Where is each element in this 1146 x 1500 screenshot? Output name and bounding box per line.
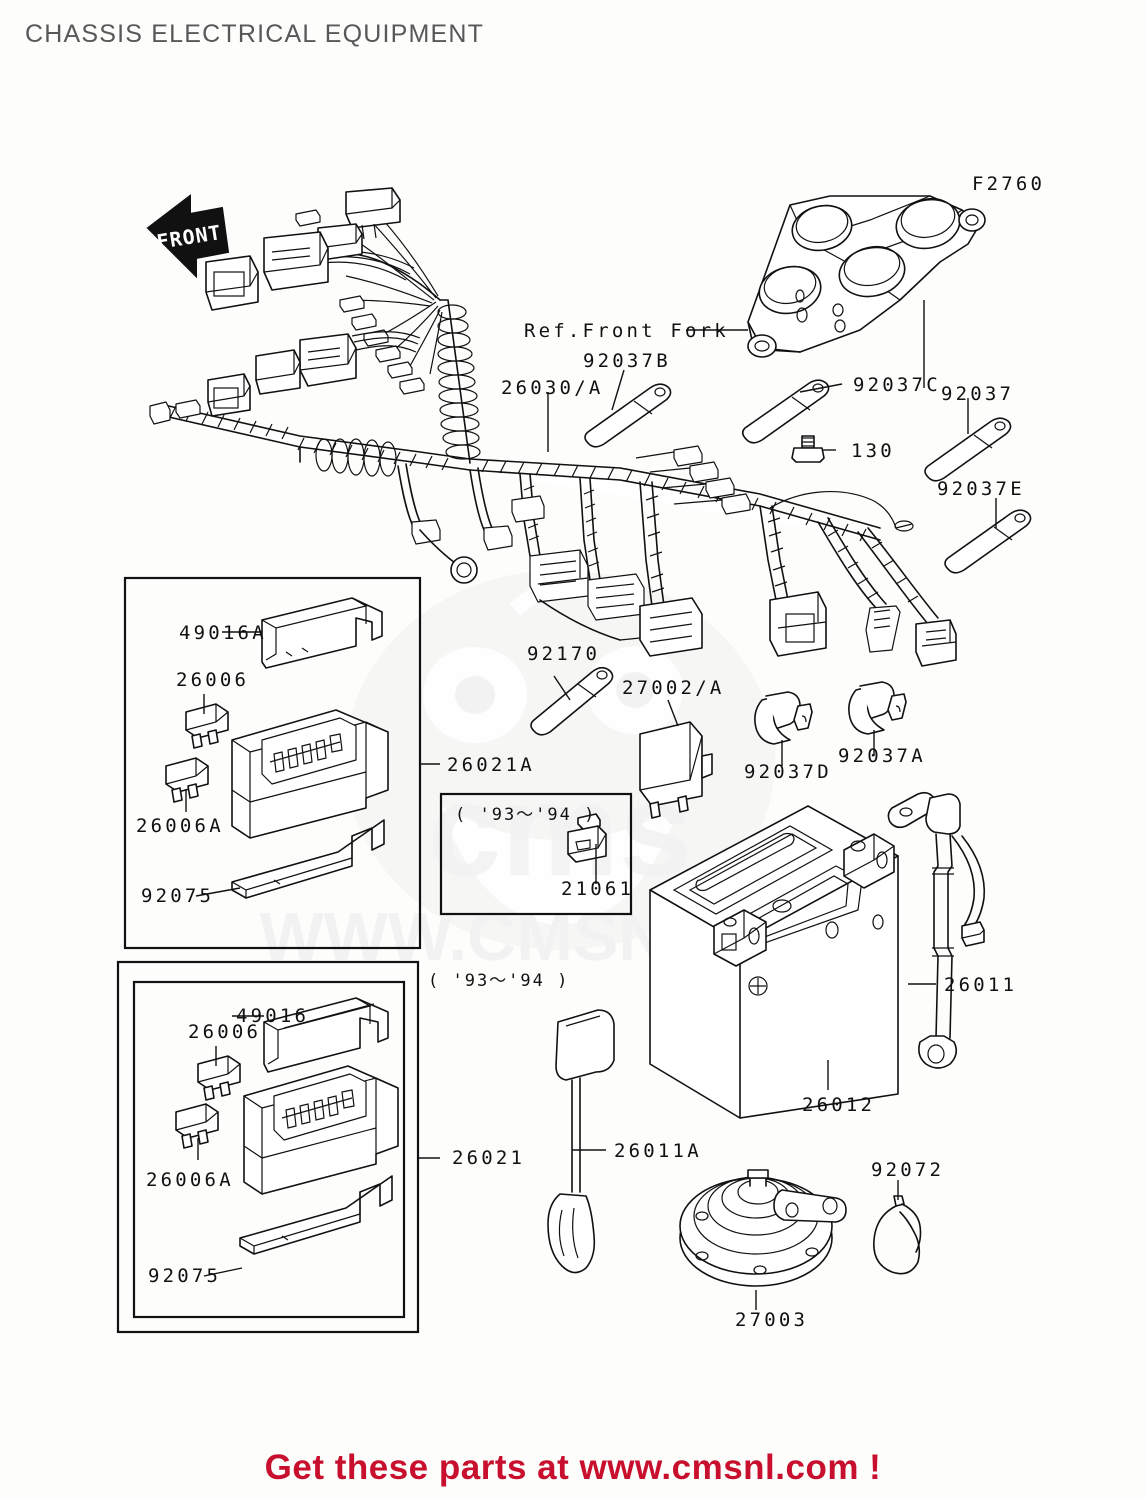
battery-26012-part	[649, 805, 899, 1119]
label-26006a-upper: 26006A	[136, 815, 224, 837]
relay-27002a-part	[639, 721, 713, 819]
label-f2760: F2760	[972, 173, 1045, 195]
harness-connector-block	[345, 187, 401, 241]
label-92072: 92072	[871, 1159, 944, 1181]
band-92170-part	[530, 666, 614, 736]
damper-92075-part	[231, 819, 385, 899]
label-26006-upper: 26006	[176, 669, 249, 691]
fuse-26006a-part	[165, 757, 209, 803]
front-fork-bracket	[747, 195, 986, 358]
label-26021: 26021	[452, 1147, 525, 1169]
label-front-fork: Ref.Front Fork	[524, 320, 729, 342]
cable-tie-92072-part	[873, 1195, 922, 1275]
fusebox-cover-49016	[263, 997, 389, 1073]
clamp-92037b-part	[584, 383, 672, 448]
label-92037b: 92037B	[583, 350, 671, 372]
damper-92075-part-lower	[239, 1175, 393, 1255]
battery-cable-26011a-part	[547, 1009, 615, 1274]
label-year-21061: ( '93〜'94 )	[455, 805, 596, 825]
fuse-26006a-part-lower	[175, 1103, 219, 1149]
fusebox-26021	[243, 1065, 399, 1195]
label-49016a: 49016A	[179, 622, 267, 644]
label-130: 130	[851, 440, 895, 462]
footer-promo-text: Get these parts at www.cmsnl.com !	[264, 1448, 882, 1487]
panel-21061-switch	[439, 792, 633, 916]
clamp-92037c-part	[741, 379, 830, 444]
harness-connector-block	[299, 333, 357, 387]
harness-connector-block	[205, 255, 259, 311]
label-26006-lower: 26006	[188, 1021, 261, 1043]
label-21061: 21061	[561, 878, 634, 900]
front-direction-marker: FRONT	[146, 193, 230, 279]
label-26021a: 26021A	[447, 754, 535, 776]
label-92075-upper: 92075	[141, 885, 214, 907]
label-26011a: 26011A	[614, 1140, 702, 1162]
harness-connector-block	[207, 373, 251, 417]
label-27002a: 27002/A	[622, 677, 724, 699]
label-26012: 26012	[802, 1094, 875, 1116]
callout-labels: F2760 Ref.Front Fork 92037B 26030/A 9203…	[136, 173, 1045, 1331]
leader-lines	[185, 300, 997, 1310]
fusebox-26021a	[231, 709, 389, 839]
coiled-harness-section	[437, 299, 481, 464]
panel-lower-fusebox-outer	[116, 960, 420, 1334]
harness-connector-block	[255, 349, 301, 395]
clip-92037d-part	[754, 691, 813, 745]
wiring-harness-assembly	[149, 187, 957, 667]
bolt-130-part	[791, 435, 825, 463]
label-26030a: 26030/A	[501, 377, 603, 399]
fusebox-cover-49016a	[261, 597, 383, 669]
label-year-lower: ( '93〜'94 )	[428, 971, 569, 991]
harness-connector-block	[317, 223, 363, 261]
harness-connector-block	[263, 231, 329, 291]
clip-92037a-part	[848, 681, 907, 735]
panel-upper-fusebox	[123, 576, 422, 950]
clamp-92037e-part	[944, 509, 1032, 574]
label-92037c: 92037C	[853, 374, 941, 396]
page-title: CHASSIS ELECTRICAL EQUIPMENT	[25, 20, 485, 48]
fuse-26006-part	[185, 703, 229, 749]
horn-27003-part	[679, 1169, 847, 1287]
label-92037: 92037	[941, 383, 1014, 405]
label-92037e: 92037E	[937, 478, 1025, 500]
label-92170: 92170	[527, 643, 600, 665]
label-92037a: 92037A	[838, 745, 926, 767]
label-92037d: 92037D	[744, 761, 832, 783]
label-92075-lower: 92075	[148, 1265, 221, 1287]
label-49016: 49016	[236, 1005, 309, 1027]
label-27003: 27003	[735, 1309, 808, 1331]
label-26006a-lower: 26006A	[146, 1169, 234, 1191]
label-26011: 26011	[944, 974, 1017, 996]
clamp-92037-part	[924, 417, 1012, 482]
panel-lower-fusebox-inner	[132, 980, 406, 1319]
fuse-26006-part-lower	[197, 1055, 241, 1101]
battery-cable-26011-part	[887, 791, 986, 1069]
